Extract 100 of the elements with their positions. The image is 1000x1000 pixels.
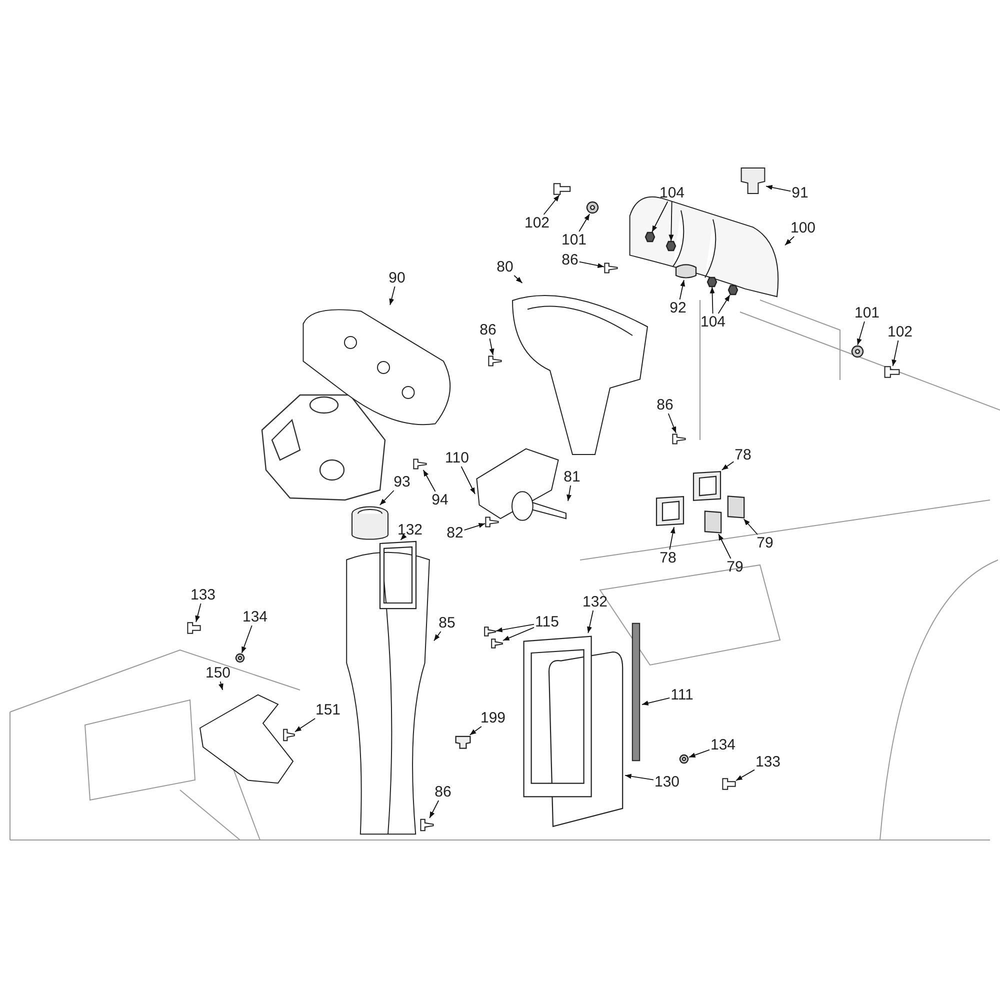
callout-number: 132: [581, 594, 609, 610]
callout-number: 102: [523, 214, 551, 232]
leader-line: [892, 340, 899, 366]
callout-number: 101: [853, 304, 881, 322]
screw: [283, 728, 295, 742]
screw: [604, 262, 618, 274]
knob: [740, 165, 766, 195]
leader-line: [642, 698, 670, 706]
leader-line: [578, 261, 604, 268]
leader-line: [766, 184, 792, 192]
callout-number: 81: [562, 468, 582, 486]
knob: [455, 735, 471, 749]
callout-number: 104: [699, 314, 727, 330]
callout-number: 92: [668, 300, 688, 316]
screw: [420, 818, 434, 832]
screw: [491, 638, 503, 649]
leader-line: [679, 280, 686, 300]
bolt: [187, 622, 201, 634]
bolt: [884, 366, 900, 378]
callout-number: 79: [726, 558, 744, 576]
callout-number: 199: [479, 710, 507, 726]
leader-line: [469, 726, 482, 736]
leader-line: [578, 214, 590, 232]
screw: [672, 433, 686, 445]
callout-number: 134: [709, 736, 737, 754]
leader-line: [434, 631, 442, 642]
callout-number: 102: [886, 324, 914, 340]
leader-line: [379, 490, 394, 506]
leader-line: [464, 523, 486, 531]
leader-line: [668, 201, 674, 242]
callout-number: 150: [204, 664, 232, 682]
screw: [484, 626, 496, 637]
leader-line: [543, 194, 560, 215]
bolt: [722, 778, 736, 790]
mounting-bracket: [510, 488, 568, 524]
callout-number: 104: [658, 184, 686, 202]
callout-number: 134: [241, 608, 269, 626]
leader-line: [566, 485, 572, 502]
switch-bezel: [655, 495, 685, 527]
leader-line: [496, 624, 534, 632]
cap: [704, 510, 722, 534]
leader-line: [718, 534, 732, 559]
callout-number: 86: [656, 396, 674, 414]
washer: [679, 754, 689, 764]
callout-number: 85: [438, 614, 456, 632]
rubber-strip: [630, 622, 642, 762]
leader-line: [587, 610, 594, 634]
pad: [674, 262, 698, 280]
leader-line: [429, 800, 440, 818]
callout-number: 93: [392, 474, 412, 490]
switch-bezel: [692, 470, 722, 502]
callout-number: 90: [388, 270, 406, 286]
leader-line: [294, 718, 316, 732]
leader-line: [460, 466, 476, 494]
leader-line: [856, 321, 865, 346]
callout-number: 133: [754, 754, 782, 770]
leader-line: [218, 681, 224, 690]
screw: [485, 516, 499, 528]
washer: [851, 345, 864, 358]
leader-line: [400, 534, 407, 540]
callout-number: 110: [444, 450, 470, 466]
callout-number: 130: [653, 774, 681, 790]
leader-line: [389, 286, 396, 306]
callout-number: 111: [670, 686, 694, 704]
callout-number: 79: [756, 534, 774, 552]
leader-line: [668, 413, 676, 434]
callout-number: 132: [396, 522, 424, 538]
callout-number: 151: [314, 702, 342, 718]
leader-line: [688, 749, 710, 758]
leader-line: [718, 294, 730, 314]
callout-number: 86: [434, 784, 452, 800]
leader-line: [241, 625, 252, 654]
callout-number: 91: [790, 184, 810, 202]
callout-number: 78: [734, 446, 752, 464]
leader-line: [743, 518, 758, 535]
leader-line: [624, 774, 654, 780]
leader-line: [652, 201, 668, 232]
washer: [235, 653, 245, 663]
callout-number: 86: [478, 322, 498, 338]
ring-collar: [350, 505, 390, 540]
cap: [727, 495, 745, 519]
leader-line: [784, 236, 795, 246]
leader-line: [502, 627, 534, 641]
washer: [586, 201, 599, 214]
callout-number: 82: [446, 524, 464, 542]
callout-number: 94: [430, 492, 450, 508]
leader-line: [489, 338, 494, 356]
callout-number: 115: [534, 614, 560, 630]
callout-number: 86: [560, 252, 580, 268]
leader-line: [736, 769, 755, 781]
leader-line: [422, 470, 436, 492]
leader-line: [710, 286, 715, 314]
leader-line: [195, 603, 202, 622]
screw: [488, 355, 502, 367]
bolt: [553, 183, 571, 195]
callout-number: 133: [189, 586, 217, 604]
callout-number: 80: [496, 258, 514, 276]
leader-line: [514, 275, 523, 284]
leader-line: [669, 526, 676, 550]
callout-number: 101: [560, 232, 588, 248]
